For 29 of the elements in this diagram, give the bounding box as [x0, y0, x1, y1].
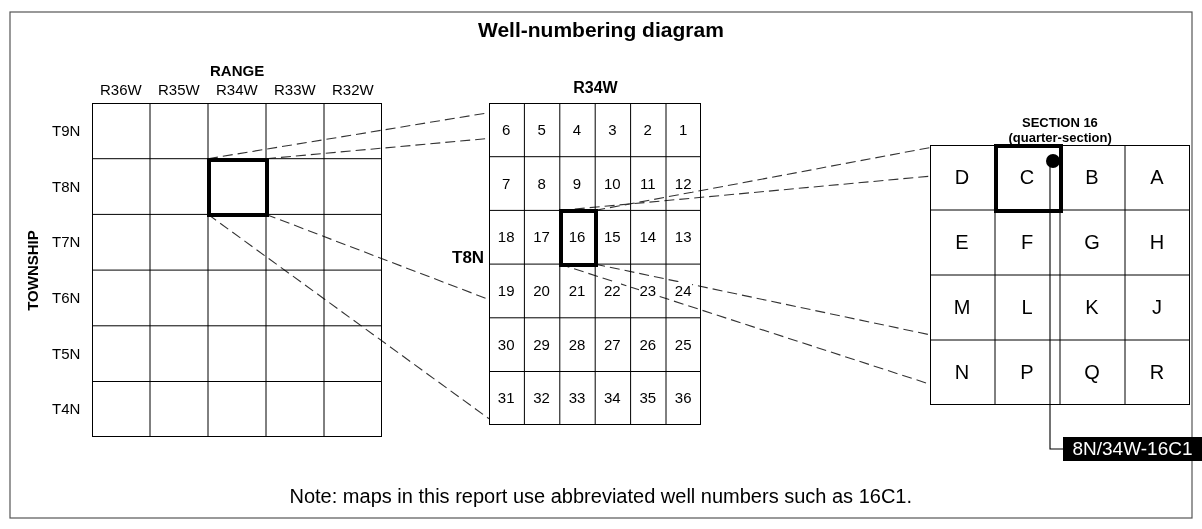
- note-text: Note: maps in this report use abbreviated well numbers such as 16C1.: [289, 485, 913, 508]
- township-grid: [92, 103, 382, 438]
- range-label: R32W: [332, 81, 374, 98]
- range-label: R36W: [100, 81, 142, 98]
- township-label: T8N: [52, 177, 81, 195]
- section-grid: [489, 103, 702, 426]
- range-label: R35W: [158, 81, 200, 98]
- range-label: R34W: [216, 81, 258, 98]
- range-label: R33W: [274, 81, 316, 98]
- township-label: T5N: [52, 344, 81, 362]
- highlight-square: [207, 157, 269, 218]
- axis-title: RANGE: [210, 62, 265, 79]
- well-dot: [1046, 154, 1060, 168]
- range-label: R34W: [573, 79, 618, 97]
- quarter-section-grid: [930, 145, 1190, 405]
- section-number: 24: [674, 281, 692, 299]
- highlight-square: [994, 144, 1063, 213]
- township-label: T8N: [452, 248, 485, 268]
- township-label: T4N: [52, 400, 81, 418]
- highlight-square: [558, 209, 599, 268]
- township-label: T6N: [52, 288, 81, 306]
- diagram-title: Well-numbering diagram: [478, 18, 724, 42]
- axis-title: SECTION 16: [1022, 115, 1098, 130]
- axis-title: TOWNSHIP: [23, 229, 41, 311]
- township-label: T9N: [52, 121, 81, 139]
- well-number-label: 8N/34W-16C1: [1063, 437, 1202, 461]
- township-label: T7N: [52, 233, 81, 251]
- section-number: 22: [604, 281, 621, 299]
- axis-title: (quarter-section): [1008, 130, 1112, 145]
